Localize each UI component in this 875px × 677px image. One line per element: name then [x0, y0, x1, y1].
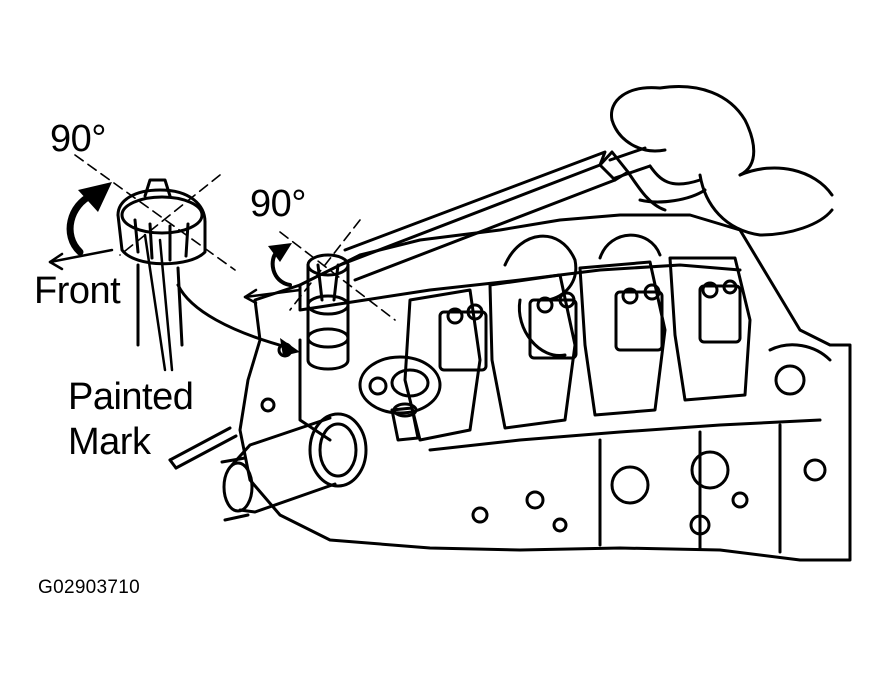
torque-wrench — [338, 146, 652, 282]
mark-label: Mark — [68, 421, 151, 463]
bolt-socket — [306, 253, 350, 371]
detail-callout-arrow — [176, 283, 300, 356]
angle-label-left: 90° — [50, 118, 106, 160]
curved-arrow-icon — [78, 182, 112, 212]
right-rotation-indicator — [243, 219, 396, 321]
angle-label-right: 90° — [250, 183, 306, 225]
bolt-detail — [74, 154, 236, 372]
left-rotation-indicator — [48, 182, 114, 271]
crankshaft-nose — [168, 355, 442, 522]
curved-arrow-icon — [268, 243, 292, 262]
front-label: Front — [34, 270, 121, 312]
straight-arrow-icon — [280, 338, 300, 356]
hand — [610, 85, 834, 237]
engine-block — [238, 213, 852, 562]
figure-code: G02903710 — [38, 577, 141, 598]
painted-label: Painted — [68, 376, 194, 418]
